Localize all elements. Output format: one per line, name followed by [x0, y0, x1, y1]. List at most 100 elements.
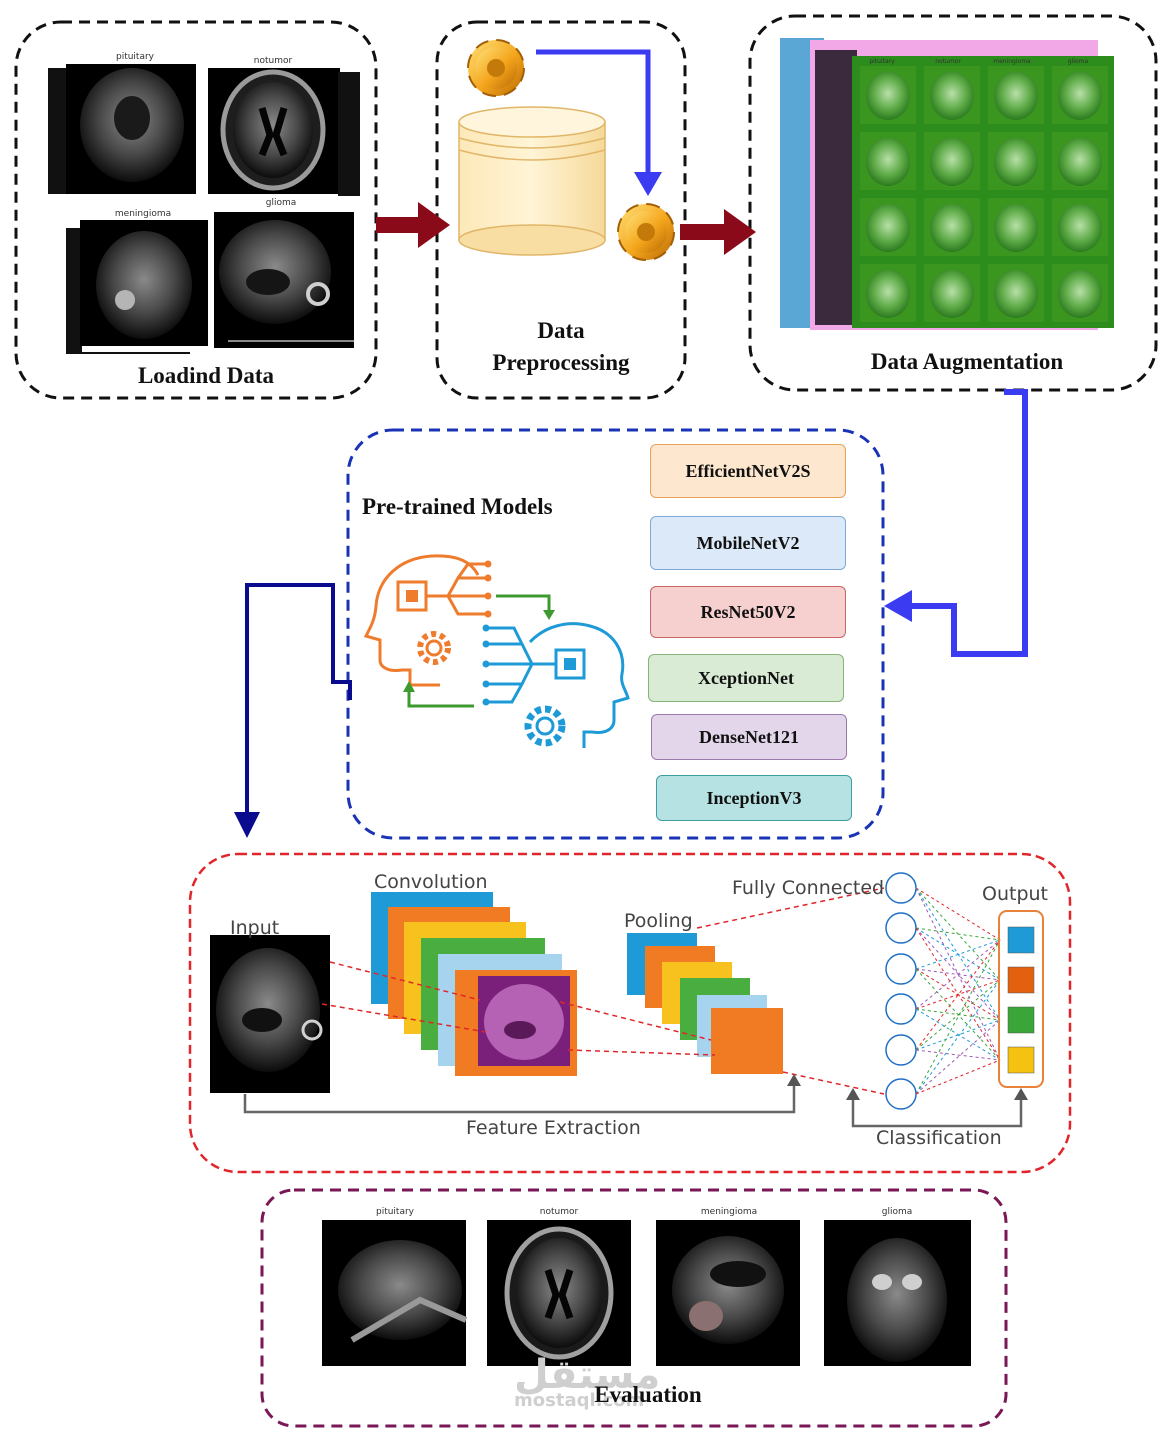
- cnn-output-label: Output: [982, 883, 1048, 905]
- augmentation-cells: [860, 66, 1108, 322]
- arrow-head-icon: [846, 1088, 860, 1100]
- augmented-brain-scan: [1058, 138, 1102, 186]
- cnn-fully-connected-label: Fully Connected: [732, 877, 885, 899]
- gear-icon-output: [617, 203, 675, 261]
- mri-caption: notumor: [539, 1207, 579, 1217]
- mri-caption: meningioma: [993, 58, 1031, 65]
- fc-edge: [915, 939, 1001, 1051]
- augmented-brain-scan: [930, 138, 974, 186]
- loading-data-label: Loadind Data: [137, 363, 275, 388]
- database-icon: [458, 106, 606, 256]
- flow-arrow-loading-to-preprocessing: [376, 202, 450, 248]
- arrow-head-icon: [884, 590, 912, 622]
- fc-edge: [915, 1049, 1001, 1061]
- mri-caption: notumor: [935, 58, 961, 65]
- preprocessing-label-line1: Data: [537, 318, 585, 343]
- cnn-connection-lines: [321, 887, 885, 1095]
- loading-data-container: [14, 20, 378, 400]
- cnn-input-image: [210, 935, 330, 1093]
- arrow-head-icon: [1014, 1088, 1028, 1100]
- mri-caption: pituitary: [375, 1207, 415, 1217]
- flow-arrow-preprocessing-to-augmentation: [680, 209, 756, 255]
- fc-edge: [915, 1019, 1001, 1051]
- output-class-square: [1007, 1046, 1035, 1074]
- model-box-resnet50v2: ResNet50V2: [650, 586, 846, 638]
- fc-edge: [915, 979, 1001, 1095]
- fc-edge: [915, 939, 1001, 1095]
- cnn-pooling-label: Pooling: [624, 910, 693, 932]
- evaluation-mri-images: [322, 1220, 971, 1366]
- watermark-text: mostaql.com: [514, 1390, 645, 1411]
- cnn-container: [188, 852, 1072, 1174]
- fc-edge: [915, 979, 1001, 1051]
- augmented-brain-scan: [930, 72, 974, 120]
- augmented-brain-scan: [994, 270, 1038, 318]
- augmented-brain-scan: [994, 204, 1038, 252]
- augmented-brain-scan: [1058, 270, 1102, 318]
- output-class-square: [1007, 1006, 1035, 1034]
- loading-mri-stack: [48, 64, 360, 354]
- augmentation-label: Data Augmentation: [870, 349, 1064, 374]
- mri-caption: meningioma: [700, 1207, 758, 1217]
- arrow-head-icon: [787, 1074, 801, 1086]
- evaluation-container: [260, 1188, 1008, 1428]
- fc-node: [885, 1034, 917, 1066]
- augmented-brain-scan: [994, 72, 1038, 120]
- augmentation-container: [748, 14, 1158, 392]
- fc-node: [885, 953, 917, 985]
- mri-caption: pituitary: [115, 52, 155, 62]
- transfer-learning-illustration: [363, 554, 630, 748]
- fc-node: [885, 1078, 917, 1110]
- output-class-squares: [1007, 926, 1035, 1074]
- augmented-brain-scan: [1058, 204, 1102, 252]
- fc-edge: [915, 1059, 1001, 1095]
- model-box-efficientnetv2s: EfficientNetV2S: [650, 444, 846, 498]
- preprocess-flow-arrow: [536, 49, 651, 178]
- fc-edge: [915, 1019, 1001, 1095]
- mri-caption: pituitary: [869, 58, 895, 65]
- augmented-brain-scan: [994, 138, 1038, 186]
- convolution-layers: [371, 892, 577, 1076]
- fully-connected-nodes: [885, 872, 917, 1110]
- augmented-brain-scan: [930, 204, 974, 252]
- output-class-square: [1007, 926, 1035, 954]
- preprocessing-container: [435, 20, 687, 400]
- fc-edge: [915, 887, 1001, 941]
- cnn-input-label: Input: [230, 917, 280, 939]
- augmented-brain-scan: [930, 270, 974, 318]
- model-box-mobilenetv2: MobileNetV2: [650, 516, 846, 570]
- augmented-brain-scan: [866, 72, 910, 120]
- fc-node: [885, 993, 917, 1025]
- feature-extraction-label: Feature Extraction: [466, 1117, 641, 1139]
- augmentation-to-models-arrow: [908, 389, 1028, 657]
- output-box: [998, 910, 1044, 1088]
- model-box-densenet121: DenseNet121: [651, 714, 847, 760]
- cnn-convolution-label: Convolution: [374, 871, 488, 893]
- model-box-xceptionnet: XceptionNet: [648, 654, 844, 702]
- fc-edge: [915, 939, 1001, 970]
- fc-edge: [915, 979, 1001, 1010]
- fc-edge: [915, 939, 1001, 1010]
- pretrained-models-label: Pre-trained Models: [362, 494, 553, 519]
- output-class-square: [1007, 966, 1035, 994]
- fully-connected-edges: [915, 887, 1001, 1095]
- augmented-brain-scan: [1058, 72, 1102, 120]
- mri-caption: meningioma: [114, 209, 172, 219]
- mri-caption: notumor: [253, 56, 293, 66]
- mri-caption: glioma: [1067, 58, 1089, 65]
- pretrained-models-container: [346, 428, 885, 840]
- arrow-head-icon: [234, 812, 260, 838]
- augmented-brain-scan: [866, 138, 910, 186]
- classification-bracket: [851, 1096, 1023, 1128]
- fc-node: [885, 872, 917, 904]
- mri-caption: glioma: [265, 198, 297, 208]
- gear-icon: [467, 39, 525, 97]
- fc-edge: [915, 887, 1001, 1061]
- feature-extraction-bracket: [243, 1082, 796, 1114]
- preprocessing-label-line2: Preprocessing: [492, 350, 630, 375]
- classification-label: Classification: [876, 1127, 1002, 1149]
- evaluation-label: Evaluation: [594, 1382, 702, 1407]
- augmented-brain-scan: [866, 204, 910, 252]
- watermark-logo: مستقل: [514, 1352, 661, 1398]
